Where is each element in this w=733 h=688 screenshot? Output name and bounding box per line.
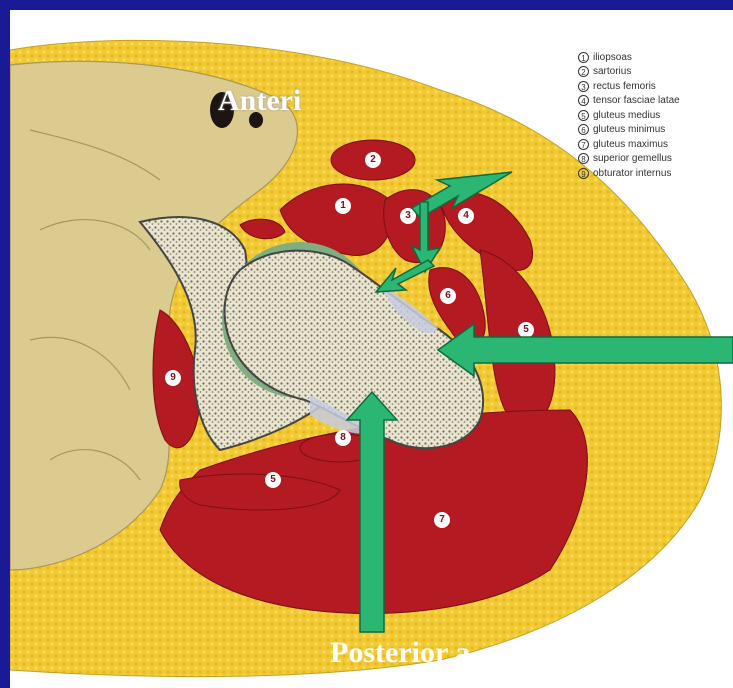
arrow-anterior-3 xyxy=(376,260,434,292)
caption-posterior: Posterior a xyxy=(330,636,470,670)
caption-anterior: Anteri xyxy=(218,84,301,118)
arrow-posterior xyxy=(347,392,397,632)
arrow-lateral xyxy=(438,324,733,376)
annotation-arrows xyxy=(347,172,733,632)
